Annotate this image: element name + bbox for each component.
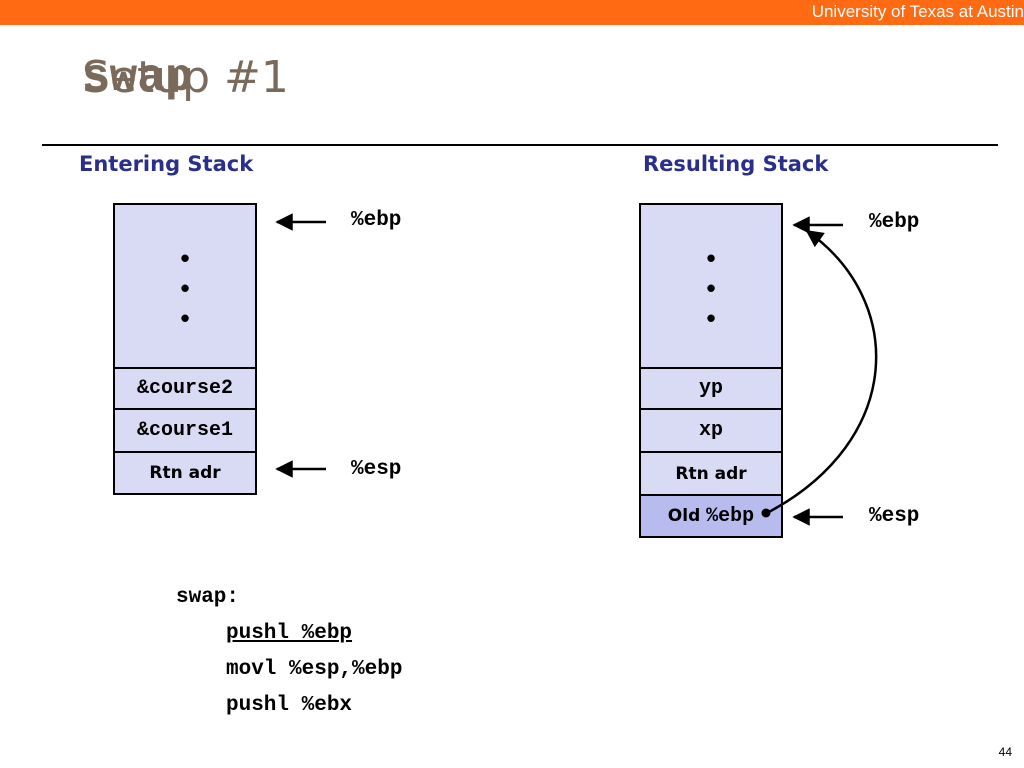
- title-code: swap: [82, 52, 193, 104]
- saved-ebp-curve-arrow: [766, 229, 878, 515]
- resulting-cell-old-ebp: Old %ebp: [639, 494, 783, 538]
- title-rule: [42, 144, 998, 146]
- entering-stack-top: • • •: [113, 203, 257, 369]
- entering-ebp-label: %ebp: [351, 209, 402, 232]
- ellipsis-dot: •: [706, 243, 716, 273]
- resulting-esp-label: %esp: [869, 505, 920, 528]
- resulting-cell-yp: yp: [639, 367, 783, 410]
- header-bar: University of Texas at Austin: [0, 0, 1024, 25]
- title-text: Setup #1: [82, 52, 289, 103]
- ellipsis-dot: •: [180, 273, 190, 303]
- old-ebp-register: %ebp: [706, 504, 755, 528]
- ellipsis-dot: •: [180, 243, 190, 273]
- code-line-2: movl %esp,%ebp: [226, 658, 403, 681]
- old-ebp-prefix: Old: [667, 506, 707, 526]
- ellipsis-dot: •: [706, 273, 716, 303]
- code-label: swap:: [176, 586, 240, 609]
- code-line-1: pushl %ebp: [226, 622, 353, 645]
- resulting-stack-label: Resulting Stack: [643, 152, 829, 176]
- page-number: 44: [998, 745, 1012, 759]
- code-line-3: pushl %ebx: [226, 694, 353, 717]
- resulting-ebp-label: %ebp: [869, 211, 920, 234]
- entering-cell-rtn-adr: Rtn adr: [113, 451, 257, 495]
- resulting-stack-top: • • •: [639, 203, 783, 369]
- entering-esp-label: %esp: [351, 458, 402, 481]
- ellipsis-dot: •: [180, 303, 190, 333]
- resulting-cell-xp: xp: [639, 408, 783, 453]
- slide-title: swap Setup #1: [82, 52, 289, 104]
- entering-cell-course1: &course1: [113, 408, 257, 453]
- ellipsis-dot: •: [706, 303, 716, 333]
- saved-ebp-pointer-dot: [761, 508, 771, 518]
- entering-stack-label: Entering Stack: [79, 152, 254, 176]
- institution-label: University of Texas at Austin: [811, 2, 1024, 21]
